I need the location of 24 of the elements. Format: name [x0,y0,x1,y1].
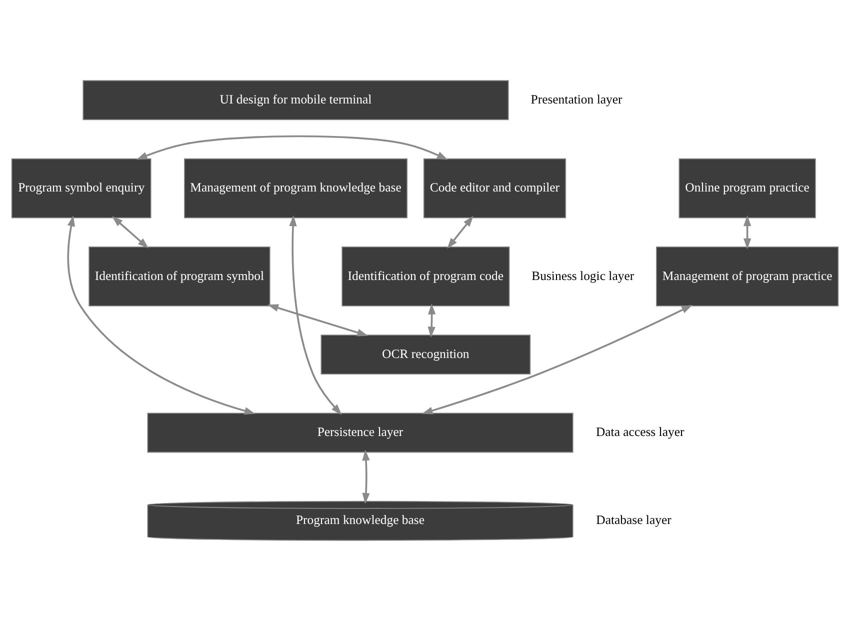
node-box: Code editor and compiler [423,158,566,218]
node-box: Management of program practice [656,246,839,306]
node-box: UI design for mobile terminal [82,80,509,120]
arrow [362,449,370,504]
node-box: Persistence layer [147,412,574,452]
arrow [67,214,256,414]
node-box: Identification of program code [342,246,510,306]
label: Presentation layer [530,92,622,106]
arrow [289,214,342,414]
label: Database layer [596,512,672,527]
arrow [447,215,474,248]
arrow [267,304,368,336]
arrow [744,214,752,249]
node-box: Identification of program symbol [88,246,270,306]
arrow [112,216,149,248]
arrow [136,134,448,160]
node-box: Program symbol enquiry [11,158,152,218]
arrow [422,304,692,414]
node-box: OCR recognition [320,334,531,374]
label: Business logic layer [532,268,634,282]
node-box: Management of program knowledge base [184,158,408,218]
node-box: Online program practice [678,158,816,218]
arrow [428,302,436,338]
label: Data access layer [596,424,684,439]
